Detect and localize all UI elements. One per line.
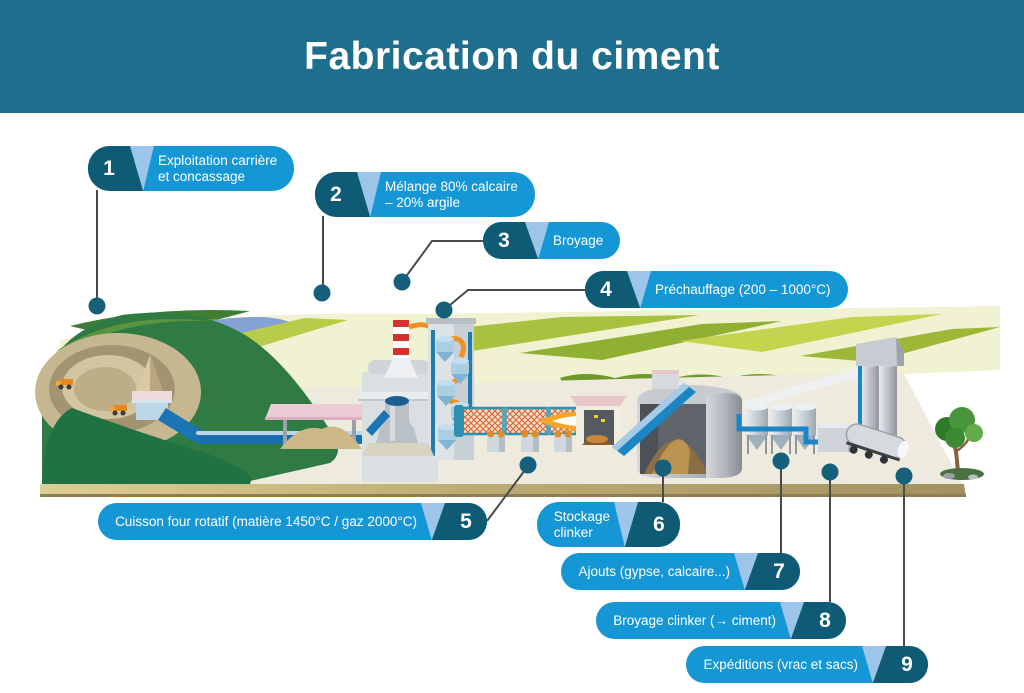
step-number-badge: 7 [758, 553, 800, 590]
wedge-decoration [357, 172, 381, 217]
step-number-badge: 4 [585, 271, 627, 308]
clinker-conveyor-icon [612, 370, 696, 456]
cement-silos-icon [856, 337, 904, 452]
connector-dots [88, 273, 913, 485]
step-number-badge: 1 [88, 146, 130, 191]
page-title: Fabrication du ciment [304, 34, 720, 78]
burner-house-icon [570, 396, 627, 448]
callout-step-6: Stockage clinker 6 [536, 502, 680, 547]
dump-truck-icon [110, 405, 127, 416]
step-number-badge: 9 [886, 646, 928, 683]
callout-step-1: 1 Exploitation carrière et concassage [88, 146, 295, 191]
storage-shed-icon [265, 404, 372, 449]
callout-step-3: 3 Broyage [483, 222, 621, 259]
crusher-icon [132, 391, 206, 443]
wedge-decoration [130, 146, 154, 191]
step-number-badge: 2 [315, 172, 357, 217]
callout-step-7: Ajouts (gypse, calcaire...) 7 [561, 553, 800, 590]
step-label: Ajouts (gypse, calcaire...) [578, 563, 730, 579]
callout-step-8: Broyage clinker (→ ciment) 8 [596, 602, 846, 639]
step-label: Expéditions (vrac et sacs) [703, 656, 858, 672]
dump-truck-icon [56, 379, 73, 390]
step-number-badge: 5 [445, 503, 487, 540]
title-bar: Fabrication du ciment [0, 0, 1024, 113]
callout-step-9: Expéditions (vrac et sacs) 9 [686, 646, 928, 683]
callout-step-5: Cuisson four rotatif (matière 1450°C / g… [98, 503, 487, 540]
callout-step-2: 2 Mélange 80% calcaire – 20% argile [315, 172, 535, 217]
tanker-truck-icon [845, 423, 909, 464]
wedge-decoration [734, 553, 758, 590]
step-label: Broyage clinker (→ ciment) [613, 612, 776, 628]
wedge-decoration [627, 271, 651, 308]
step-number-badge: 6 [638, 502, 680, 547]
preheater-tower-icon [358, 318, 476, 482]
tree-icon [935, 407, 984, 480]
wedge-decoration [862, 646, 886, 683]
chimney-icon [384, 320, 418, 378]
wedge-decoration [614, 502, 638, 547]
step-number-badge: 8 [804, 602, 846, 639]
step-label: Préchauffage (200 – 1000°C) [655, 281, 831, 297]
connector-lines [96, 190, 905, 646]
step-label: Broyage [553, 232, 604, 248]
step-label: Exploitation carrière et concassage [158, 152, 278, 184]
wedge-decoration [780, 602, 804, 639]
callout-step-4: 4 Préchauffage (200 – 1000°C) [585, 271, 848, 308]
step-label: Cuisson four rotatif (matière 1450°C / g… [115, 513, 417, 529]
mill-icon [362, 396, 434, 456]
wedge-decoration [525, 222, 549, 259]
wedge-decoration [421, 503, 445, 540]
clinker-dome-icon [637, 385, 742, 478]
step-label: Stockage clinker [553, 508, 610, 540]
step-label: Mélange 80% calcaire – 20% argile [385, 178, 518, 210]
step-number-badge: 3 [483, 222, 525, 259]
